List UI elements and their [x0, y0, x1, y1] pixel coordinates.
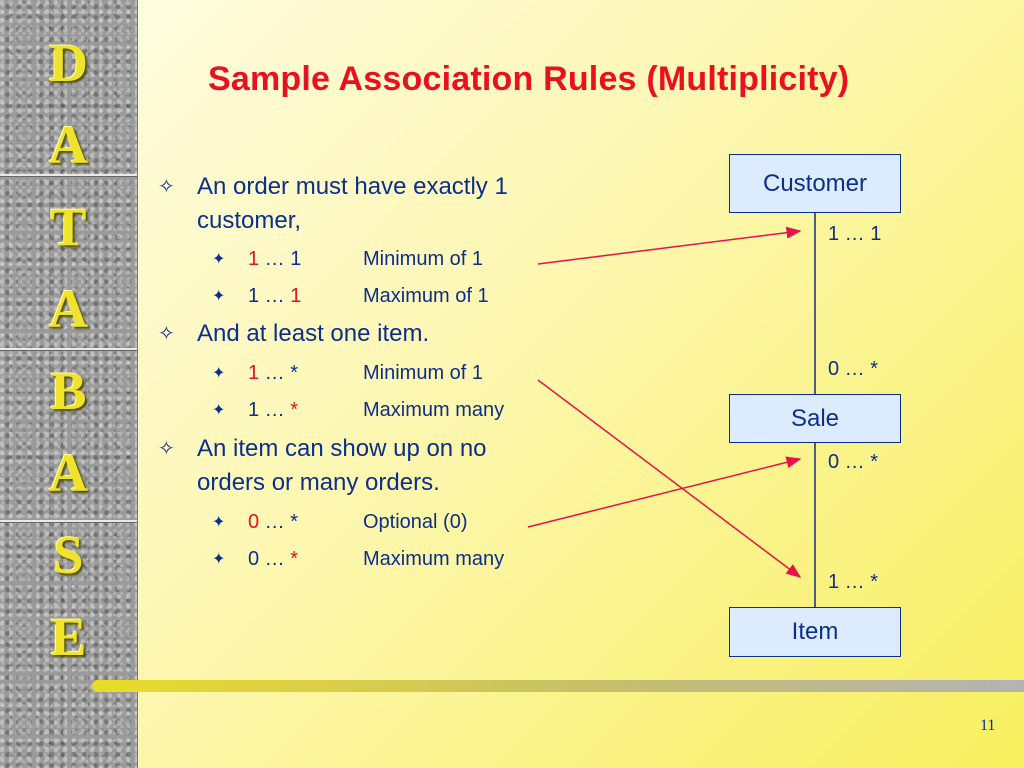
sidebar-divider — [0, 520, 137, 522]
range-separator: … — [259, 399, 291, 421]
entity-label: Sale — [790, 404, 840, 432]
entity-sale: Sale — [729, 394, 901, 443]
sub-bullet-description: Optional (0) — [363, 511, 468, 533]
star-icon: ✦ — [212, 251, 226, 268]
sidebar-letters: D A T A B A S E — [0, 22, 137, 678]
multiplicity-range: 0 … * — [248, 546, 298, 572]
multiplicity-item: 1 … * — [828, 571, 879, 593]
multiplicity-range: 1 … 1 — [248, 283, 301, 309]
range-separator: … — [259, 248, 291, 270]
range-separator: … — [259, 511, 291, 533]
sidebar-letter: A — [49, 115, 88, 175]
multiplicity-sale-upper: 0 … * — [828, 358, 879, 380]
range-min: 1 — [248, 248, 260, 270]
sidebar-letter: E — [50, 607, 87, 667]
range-max: * — [290, 399, 299, 421]
diamond-star-icon: ✧ — [158, 176, 175, 198]
range-separator: … — [259, 548, 291, 570]
bullet-text: An item can show up on no orders or many… — [197, 435, 487, 496]
star-icon: ✦ — [212, 514, 226, 531]
sidebar-divider — [0, 348, 137, 350]
sub-bullet-description: Maximum many — [363, 399, 505, 421]
page-number: 11 — [980, 717, 996, 734]
range-separator: … — [259, 285, 291, 307]
range-max: * — [290, 511, 299, 533]
multiplicity-sale-lower: 0 … * — [828, 451, 879, 473]
sidebar-letter: D — [49, 33, 88, 93]
sub-bullet-description: Minimum of 1 — [363, 248, 484, 270]
entity-label: Item — [791, 618, 839, 645]
footer-bar — [92, 680, 1024, 692]
multiplicity-range: 1 … * — [248, 397, 298, 423]
range-max: * — [290, 362, 299, 384]
sub-bullet-description: Maximum many — [363, 548, 505, 570]
pointer-arrow — [527, 456, 802, 528]
sidebar-letter: A — [49, 279, 88, 339]
multiplicity-range: 1 … 1 — [248, 246, 301, 272]
multiplicity-customer: 1 … 1 — [828, 223, 882, 245]
range-min: 1 — [248, 362, 260, 384]
sidebar-letter: T — [50, 197, 87, 257]
range-max: * — [290, 548, 299, 570]
entity-item: Item — [729, 607, 901, 657]
range-min: 0 — [248, 548, 260, 570]
diamond-star-icon: ✧ — [158, 438, 175, 460]
bullet-text: And at least one item. — [197, 320, 430, 347]
entity-label: Customer — [762, 169, 868, 197]
multiplicity-range: 0 … * — [248, 509, 298, 535]
bullet-text: An order must have exactly 1 customer, — [197, 173, 508, 234]
star-icon: ✦ — [212, 365, 226, 382]
sub-bullet-description: Maximum of 1 — [363, 285, 489, 307]
range-min: 1 — [248, 285, 260, 307]
sidebar-letter: S — [53, 525, 84, 585]
sidebar-letter: B — [50, 361, 87, 421]
star-icon: ✦ — [212, 288, 226, 305]
sub-bullet-description: Minimum of 1 — [363, 362, 484, 384]
sidebar-divider — [0, 174, 137, 176]
pointer-arrow — [537, 226, 802, 265]
star-icon: ✦ — [212, 402, 226, 419]
range-max: 1 — [290, 248, 302, 270]
sidebar-letter: A — [49, 443, 88, 503]
entity-customer: Customer — [729, 154, 901, 213]
pointer-arrow — [537, 379, 802, 578]
range-separator: … — [259, 362, 291, 384]
range-min: 0 — [248, 511, 260, 533]
multiplicity-range: 1 … * — [248, 360, 298, 386]
sidebar: D A T A B A S E — [0, 0, 138, 768]
range-max: 1 — [290, 285, 302, 307]
range-min: 1 — [248, 399, 260, 421]
slide-title: Sample Association Rules (Multiplicity) — [208, 60, 850, 98]
diamond-star-icon: ✧ — [158, 323, 175, 345]
star-icon: ✦ — [212, 551, 226, 568]
